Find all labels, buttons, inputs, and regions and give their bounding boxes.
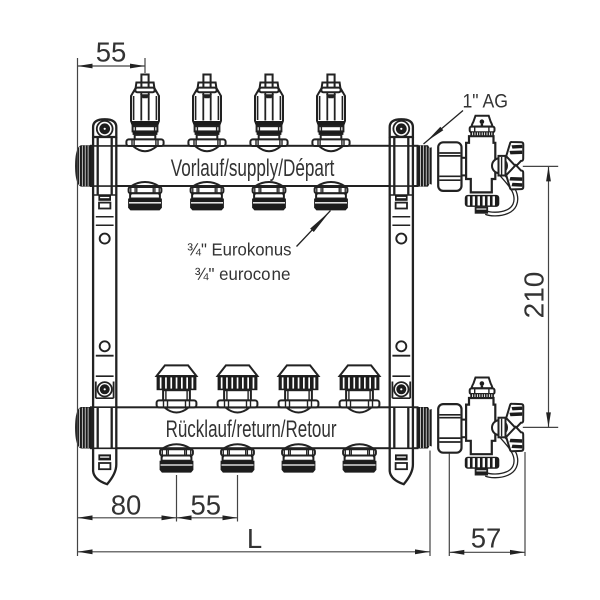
svg-text:55: 55 [191,490,222,521]
svg-text:1" AG: 1" AG [463,92,509,113]
svg-text:57: 57 [471,523,502,554]
svg-text:¾" euroco: ¾" euroco [195,264,271,284]
svg-text:¾" Eurokonus: ¾" Eurokonus [187,239,292,259]
svg-text:80: 80 [111,490,142,521]
svg-text:Rücklauf/return/Retour: Rücklauf/return/Retour [166,416,337,443]
svg-text:210: 210 [519,272,550,319]
svg-text:55: 55 [96,37,127,68]
svg-text:ne: ne [272,264,291,284]
svg-text:Vorlauf/supply/Départ: Vorlauf/supply/Départ [171,155,335,182]
svg-text:L: L [247,523,262,554]
